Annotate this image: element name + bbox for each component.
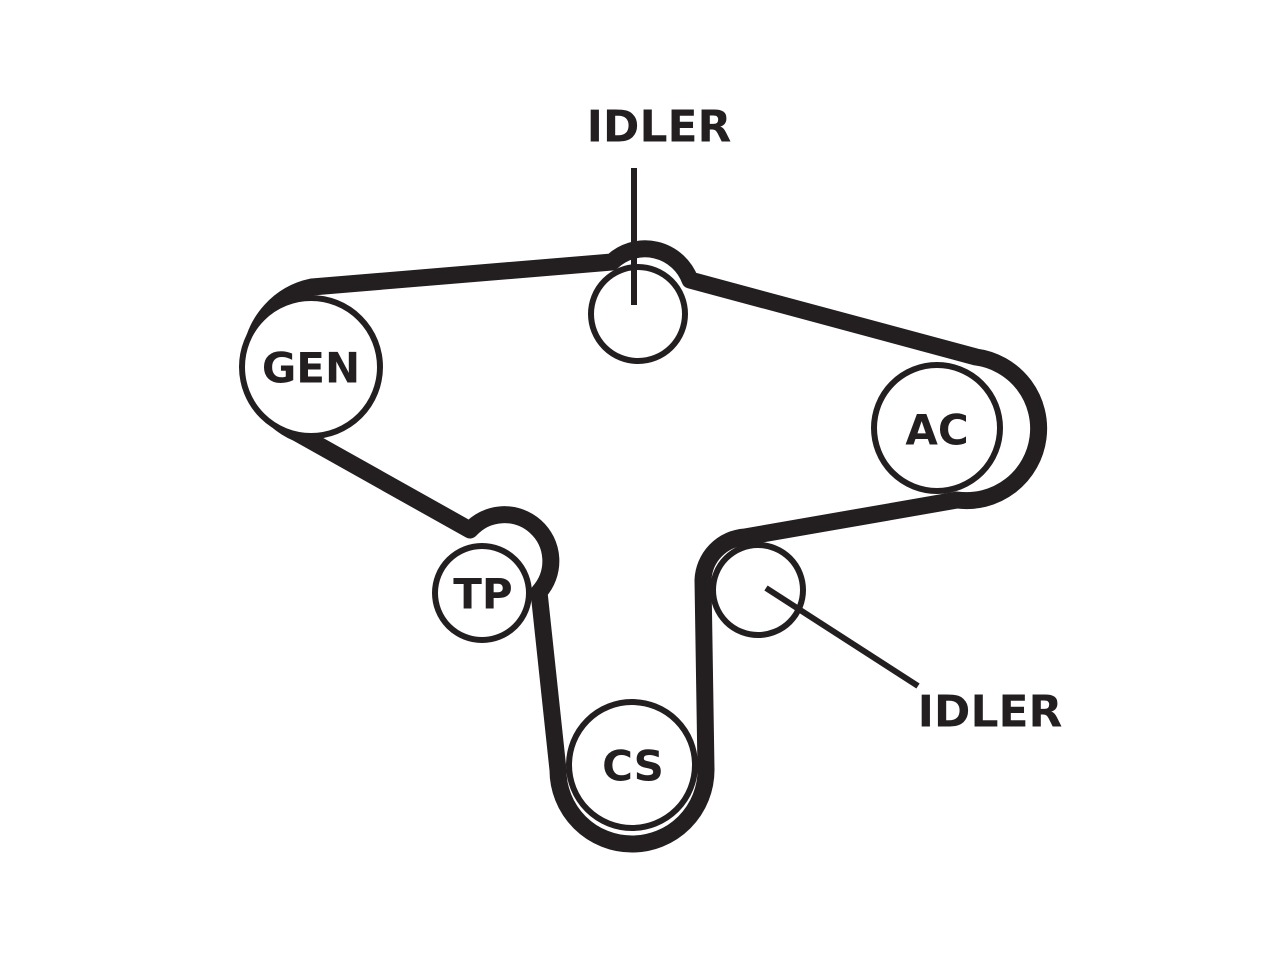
pulley-idler-top <box>588 264 688 364</box>
leader-line-idler-right <box>764 585 920 689</box>
callout-label-idler-right: IDLER <box>918 687 1063 738</box>
pulley-label-ac: AC <box>905 406 968 455</box>
pulley-idler-right <box>710 542 806 638</box>
pulley-label-gen: GEN <box>262 344 360 393</box>
pulley-tp: TP <box>432 543 532 643</box>
pulley-label-cs: CS <box>602 742 664 791</box>
pulley-cs: CS <box>566 699 698 831</box>
pulley-label-tp: TP <box>453 570 512 619</box>
callout-label-idler-top: IDLER <box>587 102 732 153</box>
pulley-gen: GEN <box>239 295 383 439</box>
pulley-ac: AC <box>871 362 1003 494</box>
